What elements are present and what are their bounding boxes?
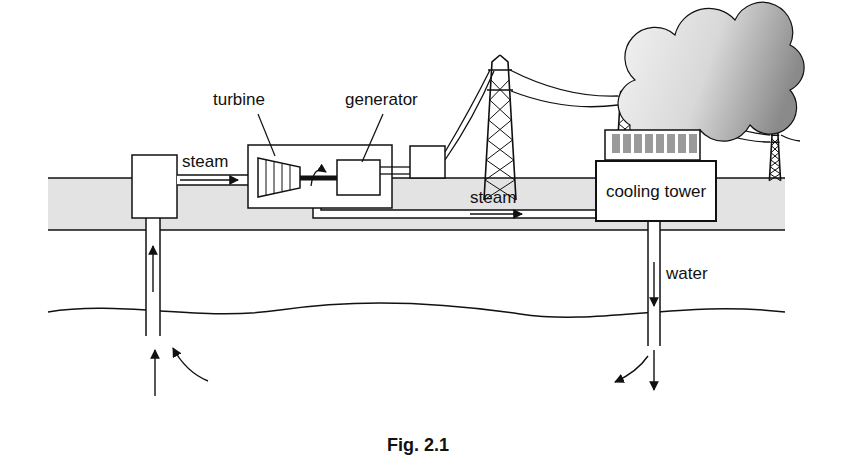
part-label: generator — [345, 90, 418, 110]
turbine-generator-set — [248, 145, 445, 208]
part-label: turbine — [213, 90, 265, 110]
leader-lines — [258, 114, 383, 162]
figure-caption: Fig. 2.1 — [387, 434, 449, 456]
steam-cloud — [618, 2, 804, 162]
flow-label: water — [666, 264, 708, 284]
flow-arrows — [153, 180, 654, 396]
node-text: cooling tower — [601, 181, 711, 202]
flow-label: steam — [470, 188, 516, 208]
cooling-tower-box: cooling tower — [595, 160, 717, 222]
flow-label: steam — [182, 152, 228, 172]
tower-vent — [605, 130, 700, 160]
pipework — [132, 155, 660, 346]
